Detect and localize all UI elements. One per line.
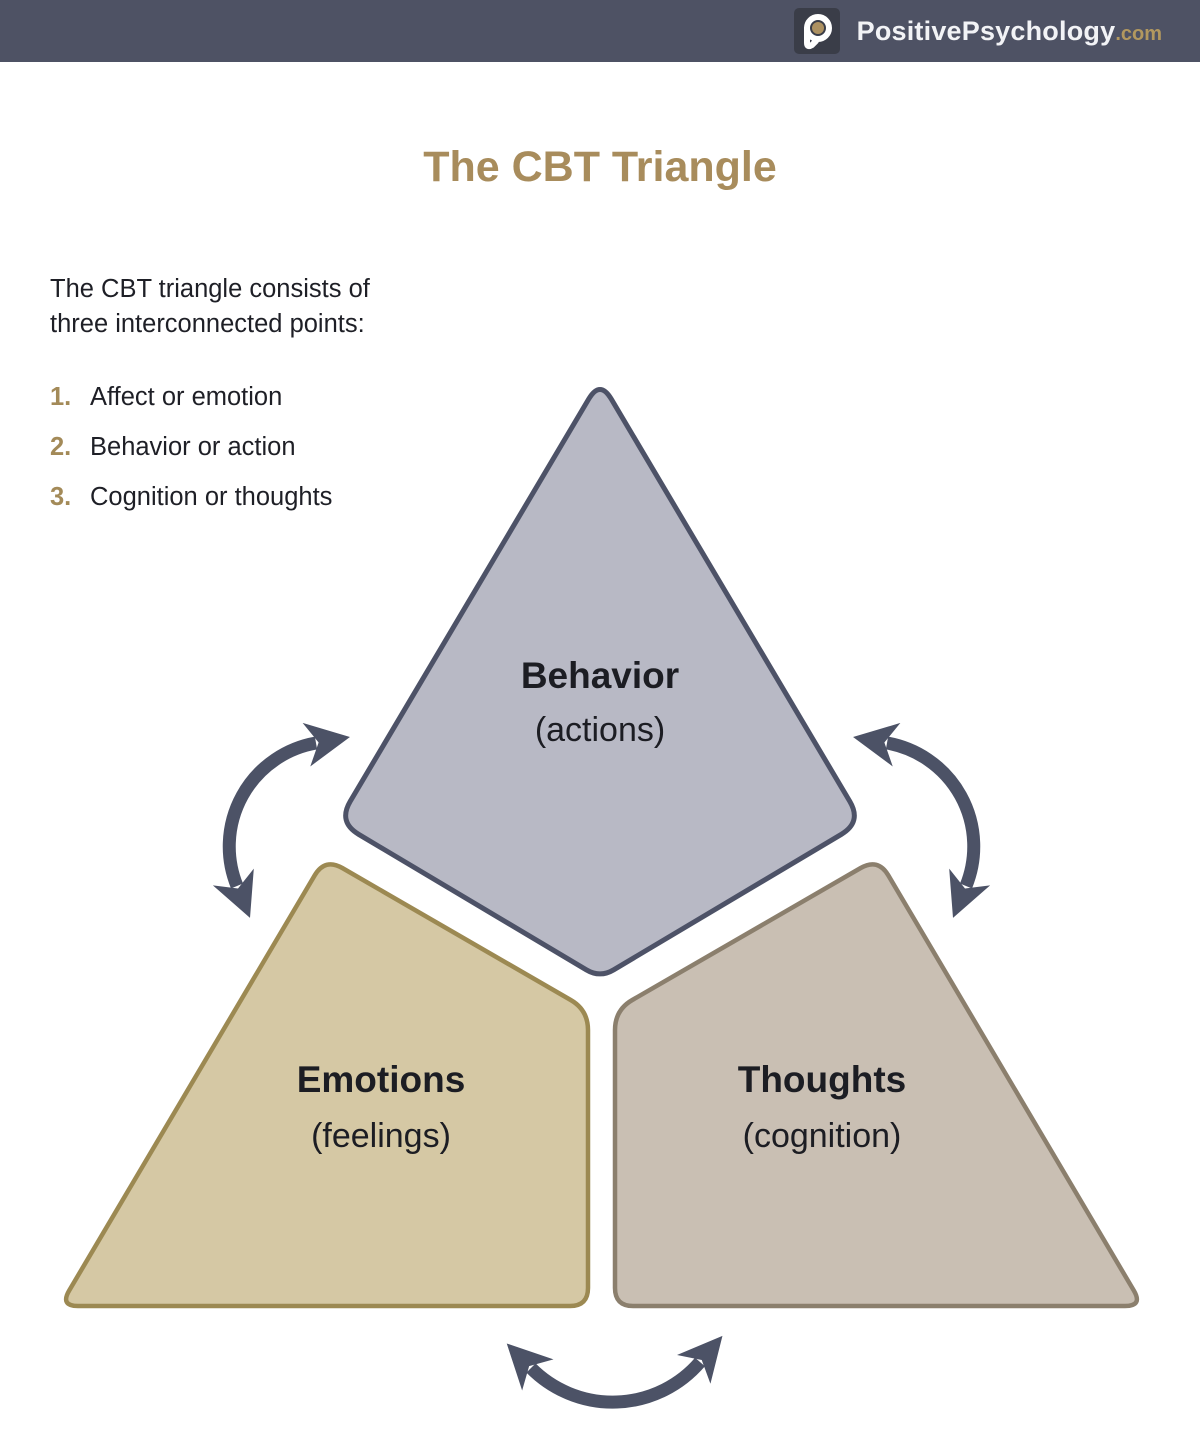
list-item: 1. Affect or emotion — [50, 372, 332, 422]
brand-text: PositivePsychology.com — [857, 16, 1162, 47]
intro-paragraph: The CBT triangle consists of three inter… — [50, 272, 370, 342]
behavior-label: Behavior — [521, 655, 679, 696]
list-item-number: 1. — [50, 382, 72, 411]
list-item: 2. Behavior or action — [50, 422, 332, 472]
header-bar: PositivePsychology.com — [0, 0, 1200, 62]
thoughts-sublabel: (cognition) — [743, 1117, 902, 1155]
positivepsychology-logo-icon — [793, 8, 840, 54]
page-title: The CBT Triangle — [423, 143, 777, 191]
intro-line-2: three interconnected points: — [50, 310, 365, 338]
arrow-emotions-thoughts — [506, 1335, 723, 1409]
list-item-number: 2. — [50, 432, 72, 461]
arrow-behavior-thoughts — [853, 722, 991, 918]
emotions-sublabel: (feelings) — [311, 1117, 451, 1155]
behavior-shape — [343, 387, 857, 977]
list-item-number: 3. — [50, 482, 72, 511]
p-logo-icon — [803, 14, 832, 50]
behavior-sublabel: (actions) — [535, 711, 665, 749]
emotions-label: Emotions — [297, 1059, 466, 1100]
list-item-label: Behavior or action — [90, 432, 296, 461]
brand-main: PositivePsychology — [856, 15, 1116, 46]
cbt-points-list: 1. Affect or emotion 2. Behavior or acti… — [50, 372, 332, 522]
list-item-label: Affect or emotion — [90, 382, 283, 411]
thoughts-label: Thoughts — [738, 1059, 907, 1100]
list-item-label: Cognition or thoughts — [90, 482, 333, 511]
arrow-behavior-emotions — [212, 722, 350, 918]
intro-line-1: The CBT triangle consists of — [50, 275, 370, 303]
brand-suffix: .com — [1115, 22, 1162, 45]
list-item: 3. Cognition or thoughts — [50, 472, 332, 522]
